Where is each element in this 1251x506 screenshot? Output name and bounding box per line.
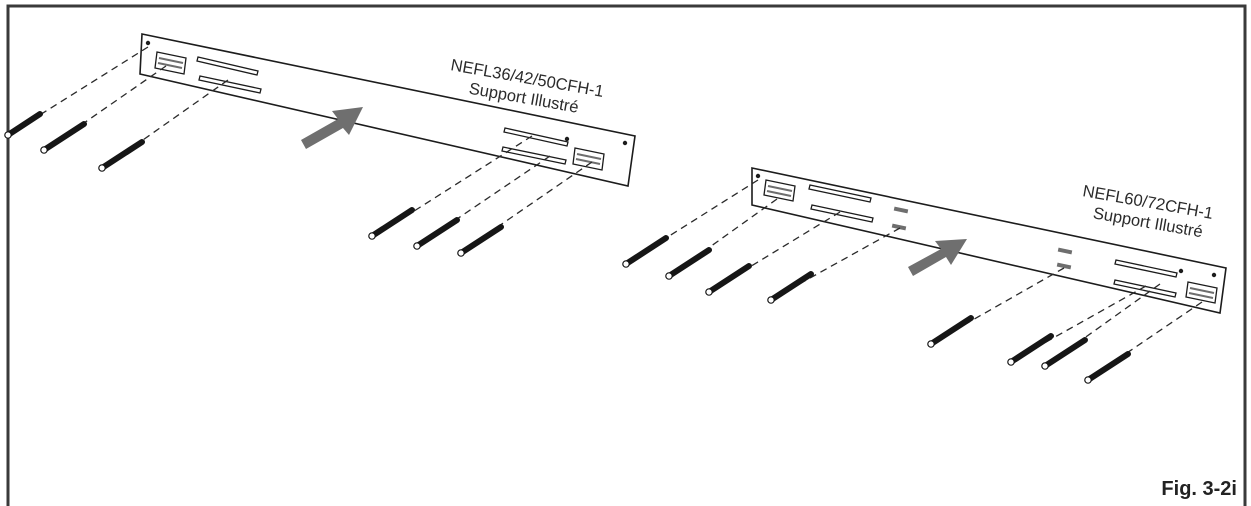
bracket-2-screw-3 bbox=[705, 263, 752, 296]
bracket-2-short-slot-2 bbox=[891, 223, 907, 231]
bracket-1-direction-arrow bbox=[301, 107, 363, 149]
bracket-2-plate bbox=[751, 167, 1227, 314]
bracket-2-screw-5 bbox=[927, 315, 974, 348]
figure-label: Fig. 3-2i bbox=[1161, 478, 1237, 500]
bracket-1-hole-tr bbox=[622, 140, 628, 146]
bracket-1-guide-5 bbox=[419, 155, 551, 245]
bracket-2-screw-1 bbox=[622, 235, 669, 268]
bracket-1-slot-1 bbox=[196, 56, 259, 76]
bracket-2-hole-tr bbox=[1211, 272, 1217, 278]
bracket-1-plate bbox=[139, 33, 636, 187]
bracket-1-guide-6 bbox=[463, 161, 593, 251]
bracket-1-screw-5 bbox=[413, 217, 460, 250]
bracket-2-guide-2 bbox=[671, 198, 778, 275]
bracket-2-guide-1 bbox=[627, 179, 759, 263]
bracket-2-slot-1 bbox=[808, 184, 872, 203]
bracket-2-short-slot-3 bbox=[1057, 247, 1073, 255]
bracket-1-screw-4 bbox=[368, 207, 415, 240]
bracket-1-slot-3 bbox=[503, 127, 569, 147]
bracket-2-label: NEFL60/72CFH-1 Support Illustré bbox=[1078, 182, 1219, 243]
bracket-1-right-hanger bbox=[572, 147, 605, 171]
bracket-2-hole-tl bbox=[755, 173, 761, 179]
bracket-2-slot-2 bbox=[810, 204, 874, 223]
bracket-1-group: NEFL36/42/50CFH-1 Support Illustré bbox=[4, 33, 636, 257]
bracket-2-screw-8 bbox=[1084, 351, 1131, 384]
bracket-2-screw-7 bbox=[1041, 337, 1088, 370]
bracket-1-screw-1 bbox=[4, 111, 43, 139]
bracket-2-short-slot-4 bbox=[1056, 262, 1072, 270]
bracket-2-short-slot-1 bbox=[893, 206, 909, 214]
bracket-2-group: NEFL60/72CFH-1 Support Illustré bbox=[622, 167, 1227, 384]
bracket-2-slot-3 bbox=[1114, 259, 1178, 278]
bracket-1-slot-2 bbox=[198, 75, 262, 94]
bracket-1-hole-tl bbox=[145, 40, 151, 46]
diagram-frame bbox=[6, 4, 1247, 506]
bracket-1-guide-4 bbox=[377, 135, 533, 235]
bracket-2-hole-mr bbox=[1178, 268, 1184, 274]
bracket-1-slot-4 bbox=[501, 146, 567, 165]
bracket-2-slot-4 bbox=[1113, 279, 1177, 298]
bracket-1-screw-2 bbox=[40, 121, 87, 154]
bracket-2-direction-arrow bbox=[908, 239, 967, 276]
bracket-2-screw-6 bbox=[1007, 333, 1054, 366]
bracket-2-right-hanger bbox=[1185, 281, 1218, 304]
bracket-1-screw-3 bbox=[98, 139, 145, 172]
bracket-2-left-hanger bbox=[763, 179, 796, 202]
bracket-2-screw-2 bbox=[665, 247, 712, 280]
bracket-1-screw-6 bbox=[457, 224, 504, 257]
bracket-2-screw-4 bbox=[767, 271, 814, 304]
bracket-1-hole-mr bbox=[564, 136, 570, 142]
